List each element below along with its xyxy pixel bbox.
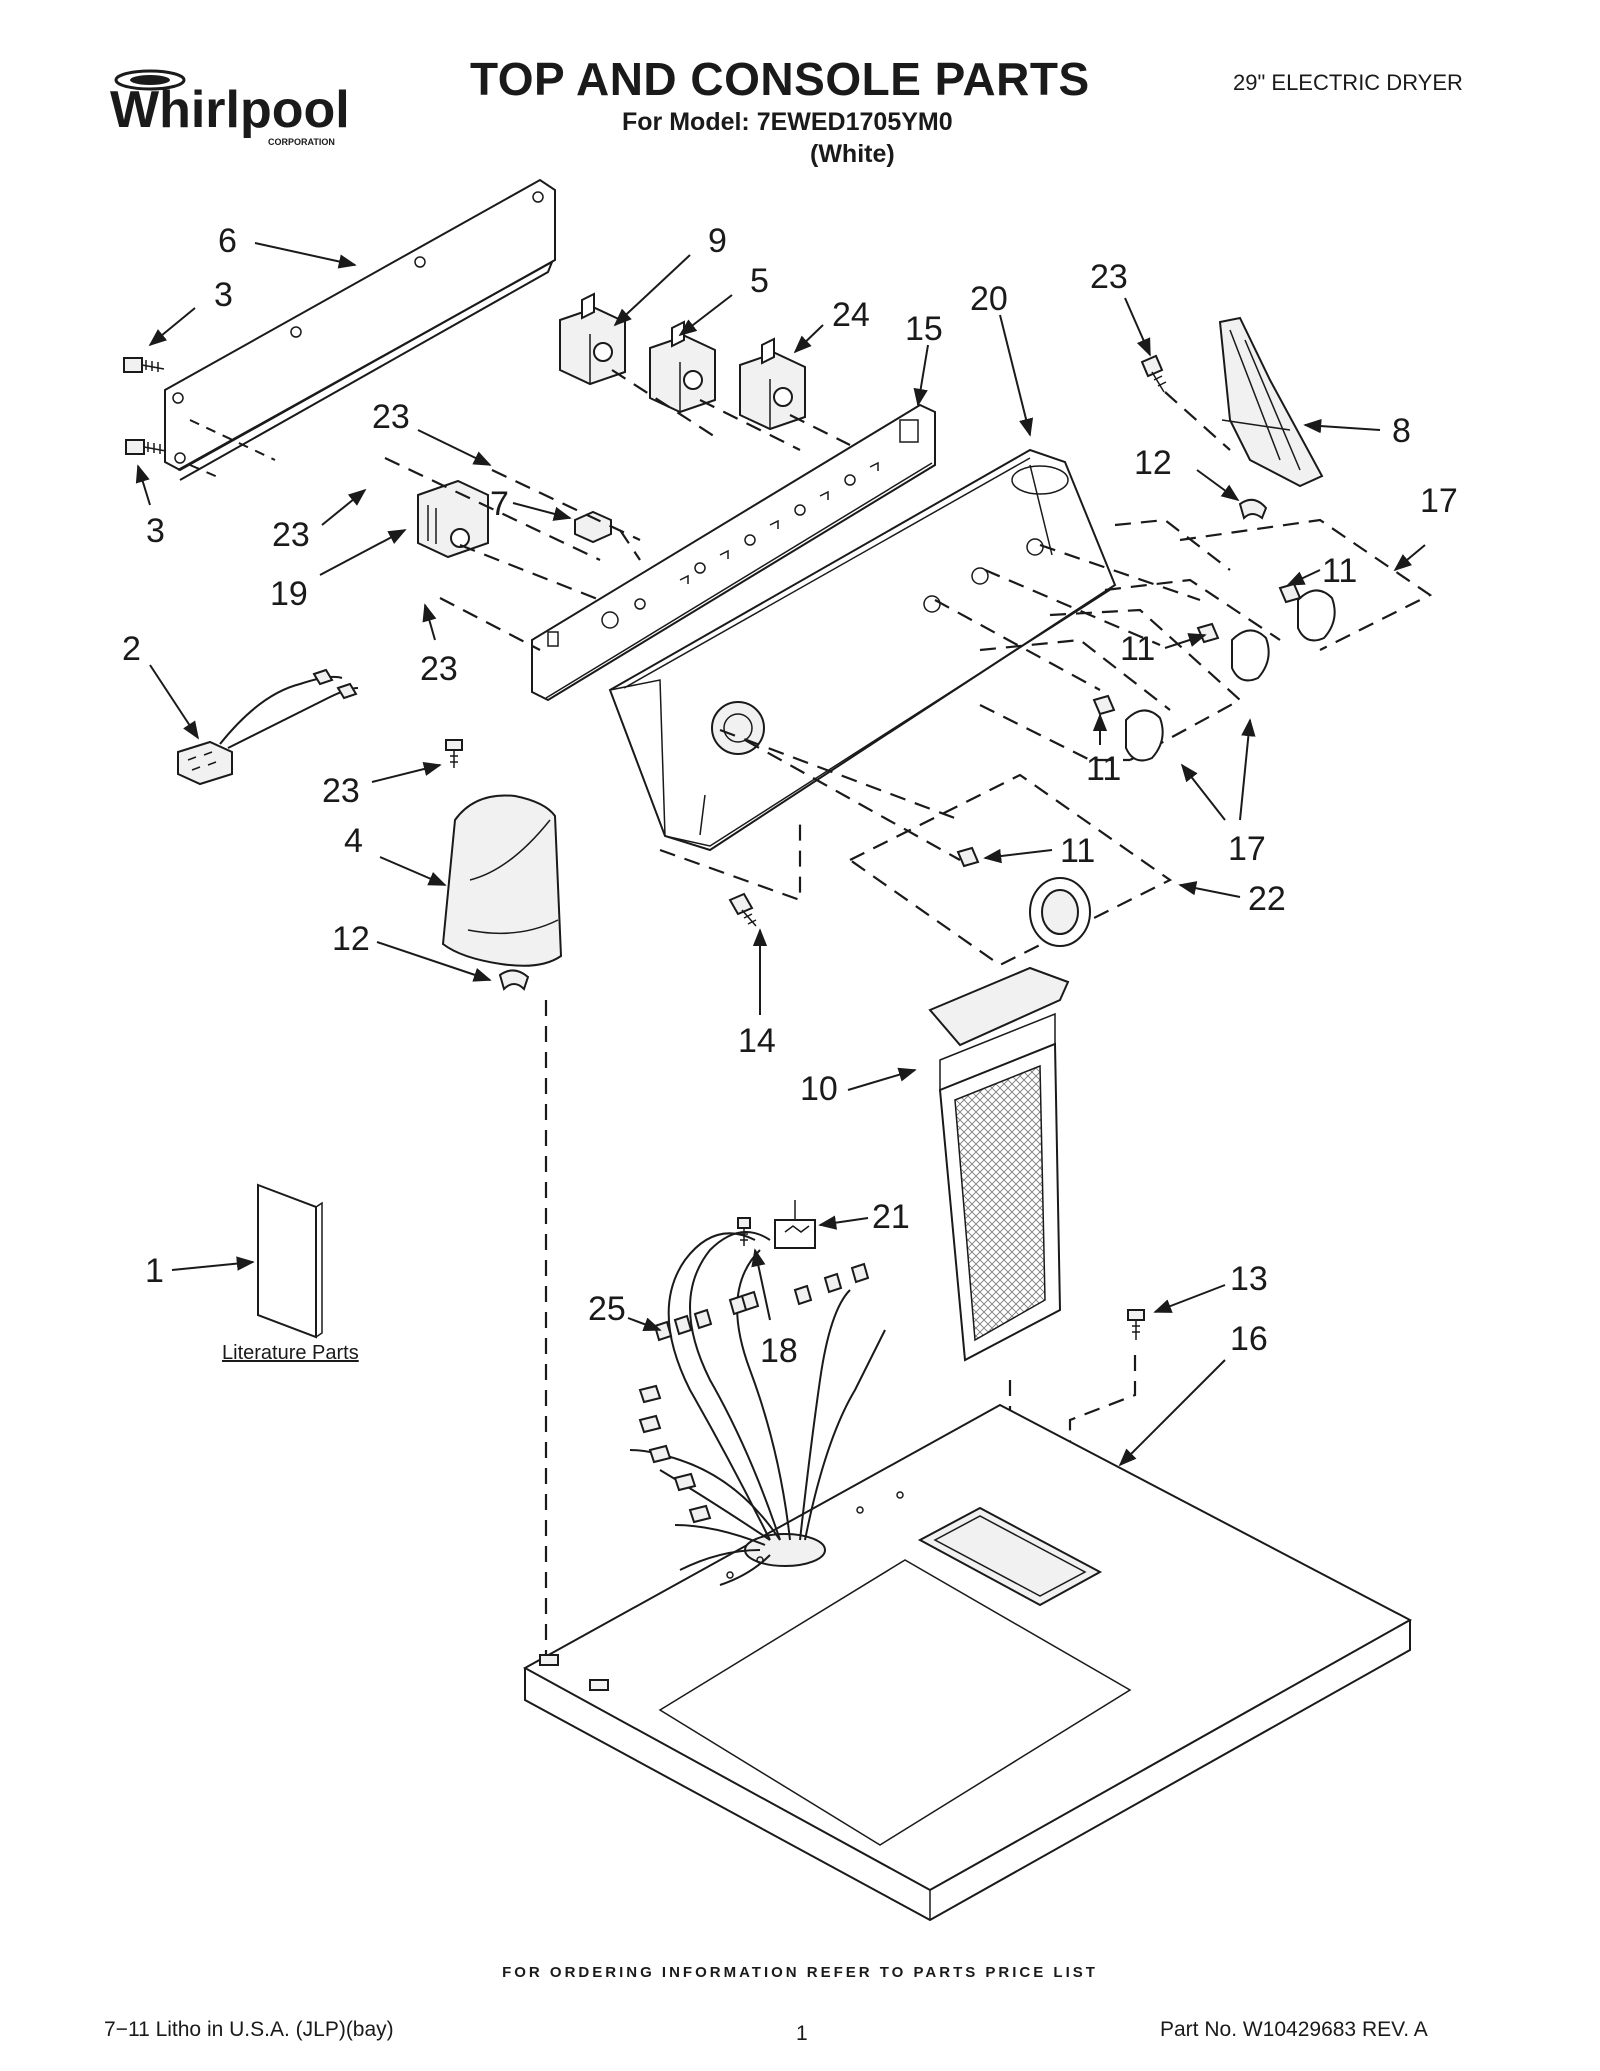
- callout-3-top: 3: [214, 276, 233, 314]
- switch-5-part: [649, 320, 716, 414]
- callout-18: 18: [760, 1332, 798, 1370]
- callout-23-lower: 23: [420, 650, 458, 688]
- callout-25: 25: [588, 1290, 626, 1328]
- callout-2: 2: [122, 630, 141, 668]
- page-title: TOP AND CONSOLE PARTS: [470, 53, 1090, 105]
- callout-24: 24: [832, 296, 870, 334]
- callout-14: 14: [738, 1022, 776, 1060]
- control-panel-plate-part: [531, 403, 936, 702]
- callout-8: 8: [1392, 412, 1411, 450]
- model-color: (White): [810, 140, 895, 168]
- callout-11-d: 11: [1060, 832, 1095, 870]
- insert-11-b: [1196, 622, 1220, 644]
- insert-11-d: [956, 846, 980, 868]
- end-cap-4-part: [441, 794, 563, 967]
- callout-6: 6: [218, 222, 237, 260]
- callout-15: 15: [905, 310, 943, 348]
- screw-13: [1127, 1309, 1145, 1340]
- callout-19: 19: [270, 575, 308, 613]
- callout-17-bottom: 17: [1228, 830, 1266, 868]
- leader-lines: [135, 242, 1426, 1467]
- callout-23-mid: 23: [372, 398, 410, 436]
- model-number: For Model: 7EWED1705YM0: [622, 108, 953, 136]
- main-wire-harness-25-part: [629, 1231, 886, 1586]
- knob-17-b: [1231, 629, 1270, 682]
- screw-3-lower: [125, 439, 167, 455]
- page-number: 1: [796, 2022, 808, 2045]
- lint-screen-10-part: [928, 966, 1070, 1362]
- callout-9: 9: [708, 222, 727, 260]
- callout-17-top: 17: [1420, 482, 1458, 520]
- terminal-block-7-part: [574, 510, 612, 544]
- timer-19-part: [417, 479, 489, 559]
- screw-18: [737, 1217, 751, 1246]
- console-panel-part: [608, 448, 1117, 852]
- knob-17-a: [1297, 589, 1336, 642]
- rear-console-bracket-part: [164, 178, 556, 481]
- callout-11-b: 11: [1120, 630, 1155, 668]
- switch-24-part: [739, 337, 806, 431]
- callout-3-bottom: 3: [146, 512, 165, 550]
- clip-12-lower: [498, 969, 530, 991]
- part-number: Part No. W10429683 REV. A: [1160, 2018, 1428, 2041]
- callout-23-top: 23: [1090, 258, 1128, 296]
- callout-11-a: 11: [1322, 552, 1357, 590]
- thermostat-21-part: [774, 1200, 816, 1249]
- callout-7: 7: [490, 485, 509, 523]
- knob-17-c: [1125, 709, 1164, 762]
- callout-12-bottom: 12: [332, 920, 370, 958]
- wire-harness-2-part: [177, 668, 359, 786]
- callout-21: 21: [872, 1198, 910, 1236]
- callout-1: 1: [145, 1252, 164, 1290]
- svg-text:Whirlpool: Whirlpool: [110, 81, 350, 139]
- callout-20: 20: [970, 280, 1008, 318]
- whirlpool-logo: Whirlpool CORPORATION: [110, 69, 350, 147]
- clip-12-upper: [1238, 498, 1268, 520]
- dryer-top-16-part: [522, 1403, 1413, 1922]
- callout-4: 4: [344, 822, 363, 860]
- screw-14: [728, 892, 757, 927]
- callout-13: 13: [1230, 1260, 1268, 1298]
- callout-10: 10: [800, 1070, 838, 1108]
- end-cap-bracket-8-part: [1218, 316, 1324, 488]
- insert-11-c: [1092, 694, 1116, 716]
- callout-22: 22: [1248, 880, 1286, 918]
- screw-23-left: [445, 739, 463, 768]
- screw-3-upper: [123, 357, 165, 373]
- timer-knob-22-part: [1029, 877, 1091, 947]
- callout-numbers: 6 3 3 9 5 24 15 20 23 8 12 17 23 23 7 19…: [122, 222, 1458, 1370]
- screw-23-topright: [1140, 354, 1167, 393]
- svg-text:CORPORATION: CORPORATION: [268, 137, 335, 147]
- callout-23-left: 23: [272, 516, 310, 554]
- callout-11-c: 11: [1086, 750, 1121, 788]
- literature-parts-label: Literature Parts: [222, 1342, 359, 1364]
- literature-book-1-part: [257, 1183, 323, 1339]
- callout-16: 16: [1230, 1320, 1268, 1358]
- ordering-note: FOR ORDERING INFORMATION REFER TO PARTS …: [502, 1964, 1098, 1981]
- product-type: 29" ELECTRIC DRYER: [1233, 70, 1463, 95]
- insert-11-a: [1278, 582, 1302, 604]
- callout-23-cap: 23: [322, 772, 360, 810]
- switch-9-part: [559, 292, 626, 386]
- callout-5: 5: [750, 262, 769, 300]
- print-info: 7−11 Litho in U.S.A. (JLP)(bay): [104, 2018, 394, 2041]
- callout-12-top: 12: [1134, 444, 1172, 482]
